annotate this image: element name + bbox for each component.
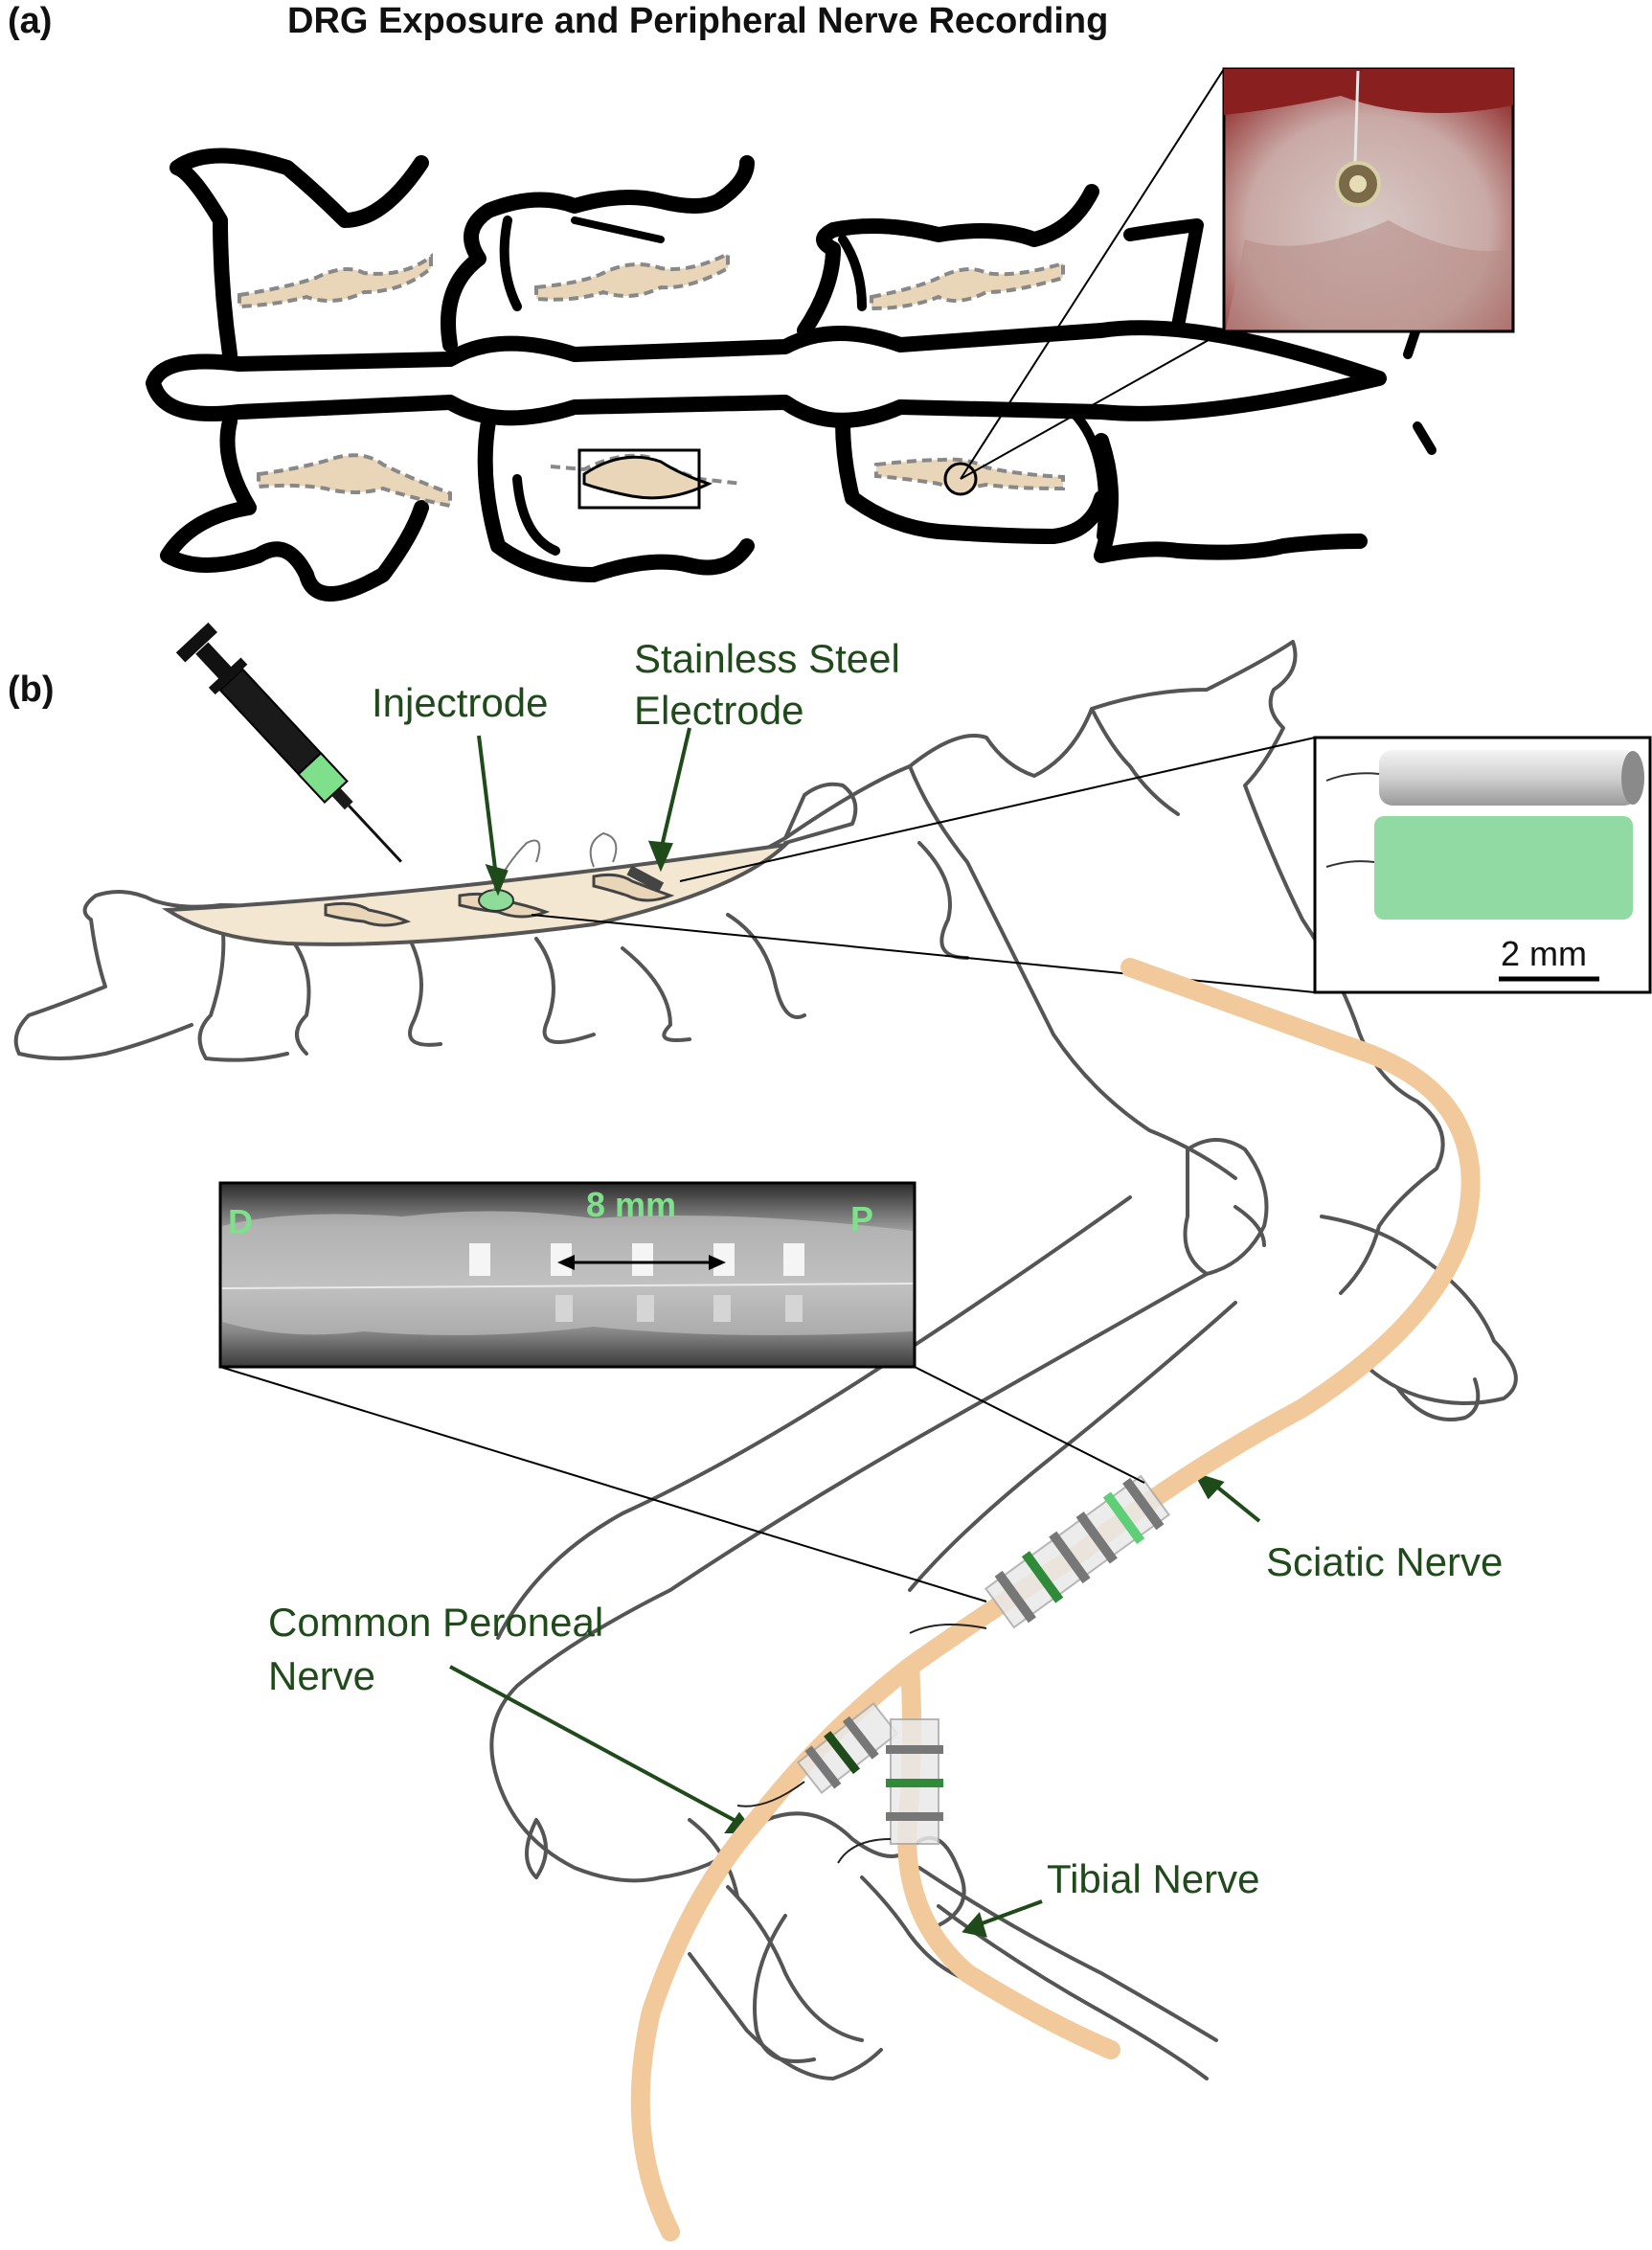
zoom-line [219,1366,987,1602]
cuff-photo-inset: 8 mm D P [218,1181,917,1369]
drg-photo-inset [1222,67,1515,333]
cuff-distance-label: 8 mm [586,1185,676,1224]
drg-3 [870,261,1065,311]
steel-electrode-image [1379,750,1638,806]
common-peroneal-label-1: Common Peroneal [268,1600,603,1645]
electrode-comparison-inset: 2 mm [1313,736,1652,994]
skeleton-outline [13,640,1518,2080]
panel-a-label: (a) [8,1,52,41]
zoom-line [960,330,1225,480]
syringe-icon [175,622,402,863]
panel-a-title: DRG Exposure and Peripheral Nerve Record… [287,1,1108,41]
injectrode-blob [478,889,514,912]
zoom-line [531,914,1316,993]
zoom-line [914,1366,1145,1484]
distal-label: D [228,1202,253,1241]
injectrode-image [1374,816,1633,920]
zoom-line [679,737,1316,882]
steel-electrode-body [626,865,665,893]
drg-boxed [550,448,743,510]
steel-electrode-label-2: Electrode [634,688,803,733]
sciatic-nerve-label: Sciatic Nerve [1266,1539,1503,1584]
scale-bar-label: 2 mm [1501,934,1587,973]
tibial-cuff [886,1718,943,1845]
common-peroneal-label-2: Nerve [268,1653,375,1698]
tibial-nerve-label: Tibial Nerve [1047,1856,1260,1901]
peroneal-cuff [796,1702,899,1794]
drg-1 [238,253,433,309]
proximal-label: P [850,1199,873,1239]
injectrode-label: Injectrode [372,680,548,725]
panel-b-label: (b) [8,670,55,710]
steel-electrode-label-1: Stainless Steel [634,636,900,681]
sciatic-cuff [984,1474,1170,1629]
drg-2 [534,250,730,302]
drg-highlight-box [577,448,701,510]
label-arrows [449,727,1261,1938]
spine-diagram-dorsal [146,148,1437,602]
drg-4 [257,453,452,509]
zoom-line [960,68,1225,480]
